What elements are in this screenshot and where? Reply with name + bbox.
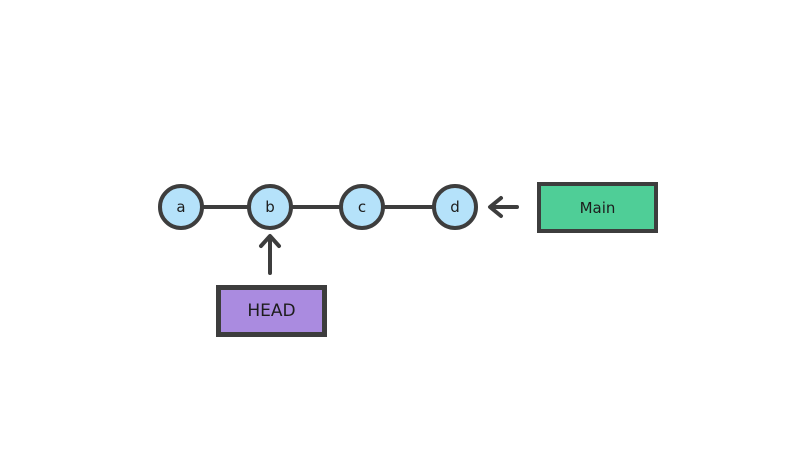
arrow-left-icon bbox=[488, 196, 519, 218]
branch-label: Main bbox=[579, 198, 616, 217]
commit-node-a: a bbox=[158, 184, 204, 230]
head-box: HEAD bbox=[216, 285, 327, 337]
branch-box-main: Main bbox=[537, 182, 658, 233]
commit-node-b: b bbox=[247, 184, 293, 230]
commit-node-c: c bbox=[339, 184, 385, 230]
commit-node-label: c bbox=[357, 198, 367, 216]
commit-node-d: d bbox=[432, 184, 478, 230]
arrow-up-icon bbox=[259, 234, 281, 275]
head-label: HEAD bbox=[247, 301, 296, 321]
commit-node-label: a bbox=[176, 198, 186, 216]
commit-connector-line bbox=[181, 205, 455, 209]
commit-node-label: d bbox=[450, 198, 460, 216]
commit-node-label: b bbox=[265, 198, 275, 216]
